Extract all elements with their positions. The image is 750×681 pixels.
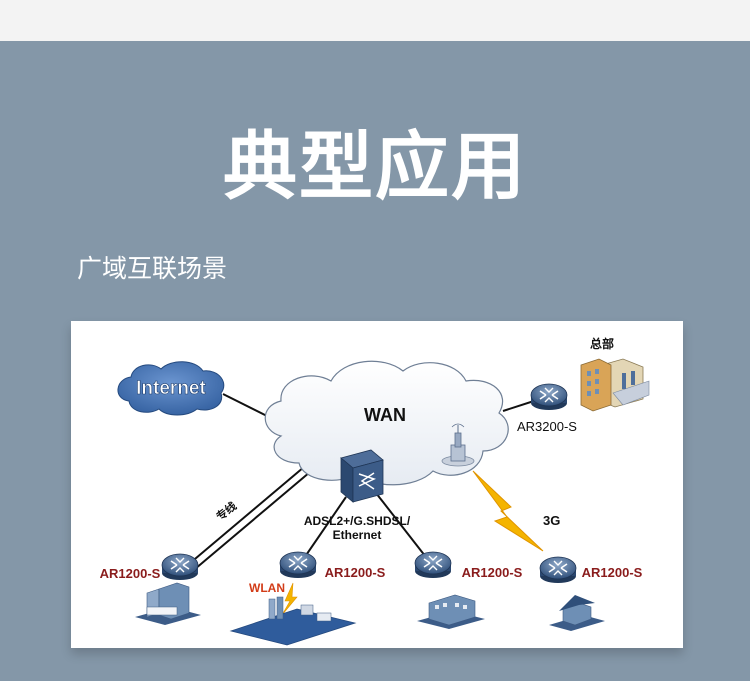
branch-router-3-icon [414,551,452,579]
branch-router-4-icon [539,556,577,584]
headquarters-buildings-icon [580,358,650,412]
branch-router-1-icon [161,553,199,581]
leased-line-b [194,471,311,570]
access-technology-label-line2: Ethernet [333,528,382,542]
home-house-icon [549,595,605,631]
leased-line-label: 专线 [213,499,239,524]
wan-cloud: WAN [264,360,509,486]
branch-building-icon [417,594,485,629]
branch-router-1-label: AR1200-S [100,566,161,581]
section-subtitle: 广域互联场景 [77,254,228,283]
page-title: 典型应用 [223,124,527,210]
branch-router-4-label: AR1200-S [582,565,643,580]
wireless-3g-label: 3G [543,513,560,528]
base-station-icon [441,423,475,467]
wan-label: WAN [364,405,406,425]
access-link-2 [375,492,430,562]
network-diagram-canvas: WAN Internet 3G 专线 ADSL2+/G.SHDSL/ Ether… [100,336,650,646]
leased-line-a [188,466,305,565]
access-link-1 [299,496,347,565]
network-diagram: WAN Internet 3G 专线 ADSL2+/G.SHDSL/ Ether… [71,321,683,648]
hq-router-label: AR3200-S [517,419,577,434]
wireless-3g-lightning-icon [472,470,544,552]
internet-label: Internet [136,378,206,399]
aggregation-device-icon [340,449,384,503]
headquarters-label: 总部 [590,336,614,351]
wlan-label: WLAN [249,581,285,595]
office-building-icon [135,582,201,625]
top-bar [0,0,750,41]
branch-router-2-icon [279,551,317,579]
access-technology-label-line1: ADSL2+/G.SHDSL/ [304,514,411,528]
branch-router-3-label: AR1200-S [462,565,523,580]
branch-office-floor-icon [229,596,357,646]
branch-router-2-label: AR1200-S [325,565,386,580]
internet-cloud: Internet [117,361,225,416]
hq-router-icon [530,383,568,411]
